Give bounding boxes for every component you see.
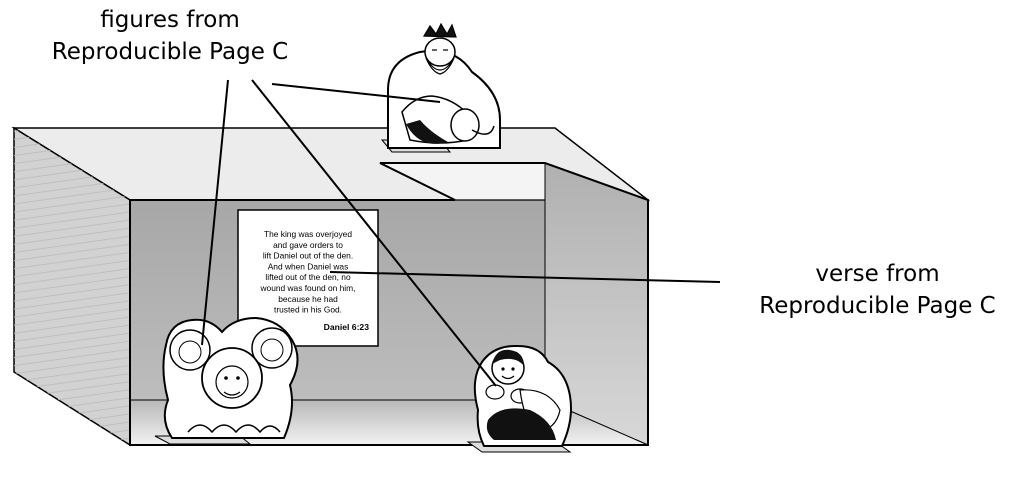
verse-line: The king was overjoyed <box>264 229 352 239</box>
verse-line: because he had <box>278 294 338 304</box>
verse-line: And when Daniel was <box>268 261 349 271</box>
verse-line: and gave orders to <box>273 240 343 250</box>
verse-line: wound was found on him, <box>260 283 356 293</box>
verse-reference: Daniel 6:23 <box>324 322 370 332</box>
lions-figure <box>155 318 298 444</box>
king-figure <box>382 24 500 152</box>
verse-line: lifted out of the den, no <box>265 272 351 282</box>
verse-line: trusted in his God. <box>274 305 342 315</box>
verse-line: lift Daniel out of the den. <box>263 251 353 261</box>
